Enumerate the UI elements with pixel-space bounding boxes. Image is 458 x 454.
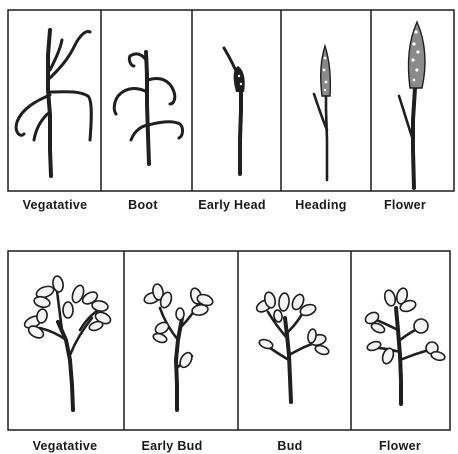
grass-stage-label: Early Head <box>198 198 266 212</box>
grass-stage-label: Vegatative <box>23 198 88 212</box>
grass-heading-illustration <box>314 46 330 180</box>
grass-row-frame <box>8 10 454 191</box>
legume-bud-illustration <box>255 291 330 402</box>
legume-flower-illustration <box>363 287 445 404</box>
grass-stage-label: Flower <box>384 198 426 212</box>
legume-stage-label: Early Bud <box>141 439 202 453</box>
legume-early-bud-illustration <box>143 283 214 410</box>
legume-stage-label: Flower <box>379 439 421 453</box>
grass-early-head-illustration <box>224 48 245 174</box>
grass-stage-label: Heading <box>295 198 346 212</box>
grass-vegatative-illustration <box>16 30 91 176</box>
grass-boot-illustration <box>114 52 182 164</box>
legume-stage-label: Bud <box>277 439 302 453</box>
legume-vegatative-illustration <box>23 275 113 410</box>
legume-stage-label: Vegatative <box>33 439 98 453</box>
grass-growth-row: Vegatative Boot Early Head Heading Flowe… <box>8 10 454 212</box>
legume-growth-row: Vegatative Early Bud Bud Flower <box>8 251 450 453</box>
grass-stage-label: Boot <box>128 198 158 212</box>
grass-flower-illustration <box>399 22 425 188</box>
